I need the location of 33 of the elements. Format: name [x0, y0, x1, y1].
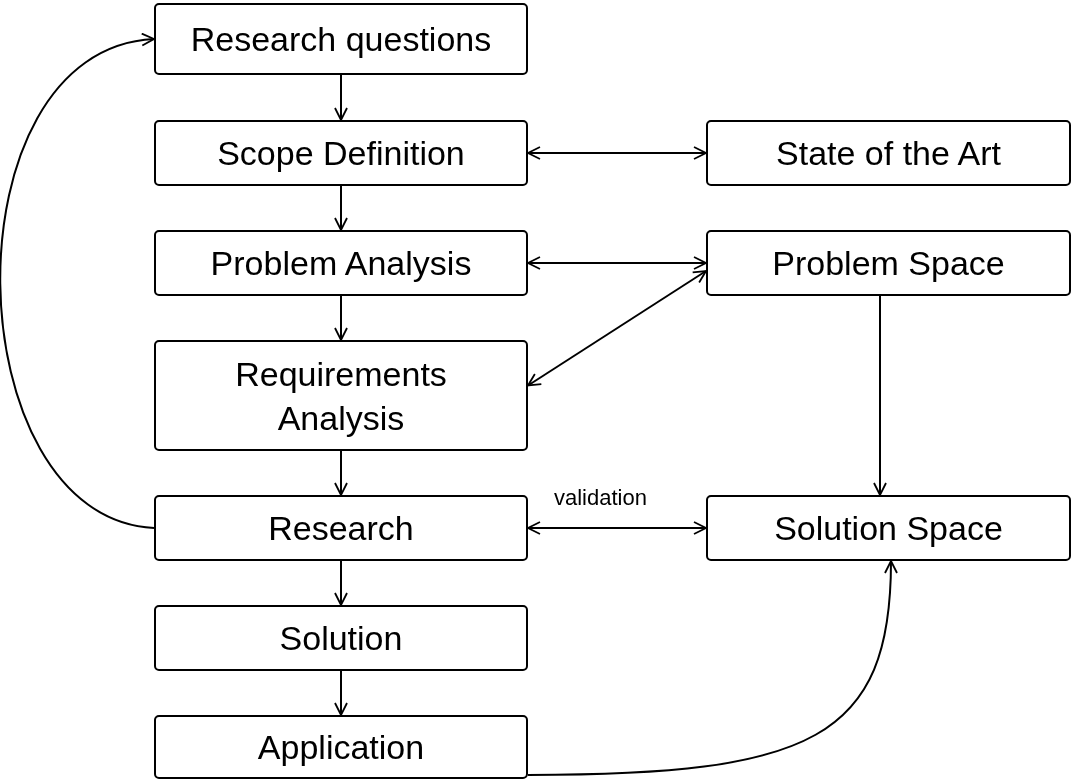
box-label: Problem Analysis: [210, 243, 472, 284]
process-box: [154, 3, 528, 75]
process-box: [154, 120, 528, 186]
box-label: State of the Art: [776, 133, 1001, 174]
arrow: [873, 295, 887, 496]
arrow: [527, 256, 707, 270]
arrow: [334, 670, 348, 716]
box-label: Problem Space: [772, 243, 1005, 284]
box-label: Solution: [279, 618, 403, 659]
box-label: Scope Definition: [217, 133, 465, 174]
process-box: [706, 495, 1071, 561]
box-label: Research questions: [190, 19, 492, 60]
arrow: [527, 560, 898, 776]
process-box: [706, 120, 1071, 186]
box-label: Research: [268, 508, 414, 549]
arrow: [527, 270, 707, 387]
process-box: [706, 230, 1071, 296]
arrow: [0, 35, 155, 529]
process-box: [154, 495, 528, 561]
arrow: [334, 295, 348, 341]
box-label: Requirements Analysis: [234, 353, 448, 439]
process-box: [154, 605, 528, 671]
arrow: [334, 185, 348, 231]
box-label: Application: [257, 727, 425, 768]
arrow: [527, 521, 707, 535]
arrow: [334, 74, 348, 121]
arrow: [334, 450, 348, 496]
box-label: Solution Space: [774, 508, 1003, 549]
arrow: [527, 146, 707, 160]
arrow: [334, 560, 348, 606]
process-box: [154, 715, 528, 779]
process-box: [154, 340, 528, 451]
process-box: [154, 230, 528, 296]
